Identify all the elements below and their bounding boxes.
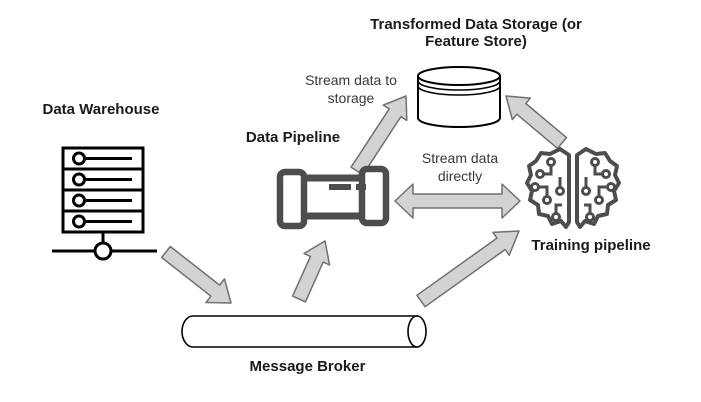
horizontal-cylinder-icon [181, 315, 427, 348]
arrow-pipeline-to-storage [350, 95, 408, 176]
stream-to-storage-edge-label: Stream data to storage [305, 72, 397, 106]
arrow-pipeline-training-bidirectional [394, 183, 521, 219]
server-rack-icon [52, 146, 157, 261]
pipe-fitting-icon [276, 165, 390, 230]
stream-directly-edge-label: Stream data directly [421, 150, 499, 184]
arrow-training-to-storage [505, 95, 568, 150]
arrow-broker-to-training [416, 230, 520, 308]
database-cylinder-icon [417, 66, 501, 128]
feature-store-label: Transformed Data Storage (or Feature Sto… [370, 16, 582, 50]
data-pipeline-label: Data Pipeline [245, 129, 341, 146]
data-warehouse-label: Data Warehouse [42, 101, 160, 118]
training-pipeline-label: Training pipeline [531, 237, 651, 254]
arrow-broker-to-pipeline [291, 240, 331, 303]
message-broker-label: Message Broker [249, 358, 366, 375]
circuit-brain-icon [525, 147, 621, 229]
arrow-warehouse-to-broker [160, 245, 232, 304]
